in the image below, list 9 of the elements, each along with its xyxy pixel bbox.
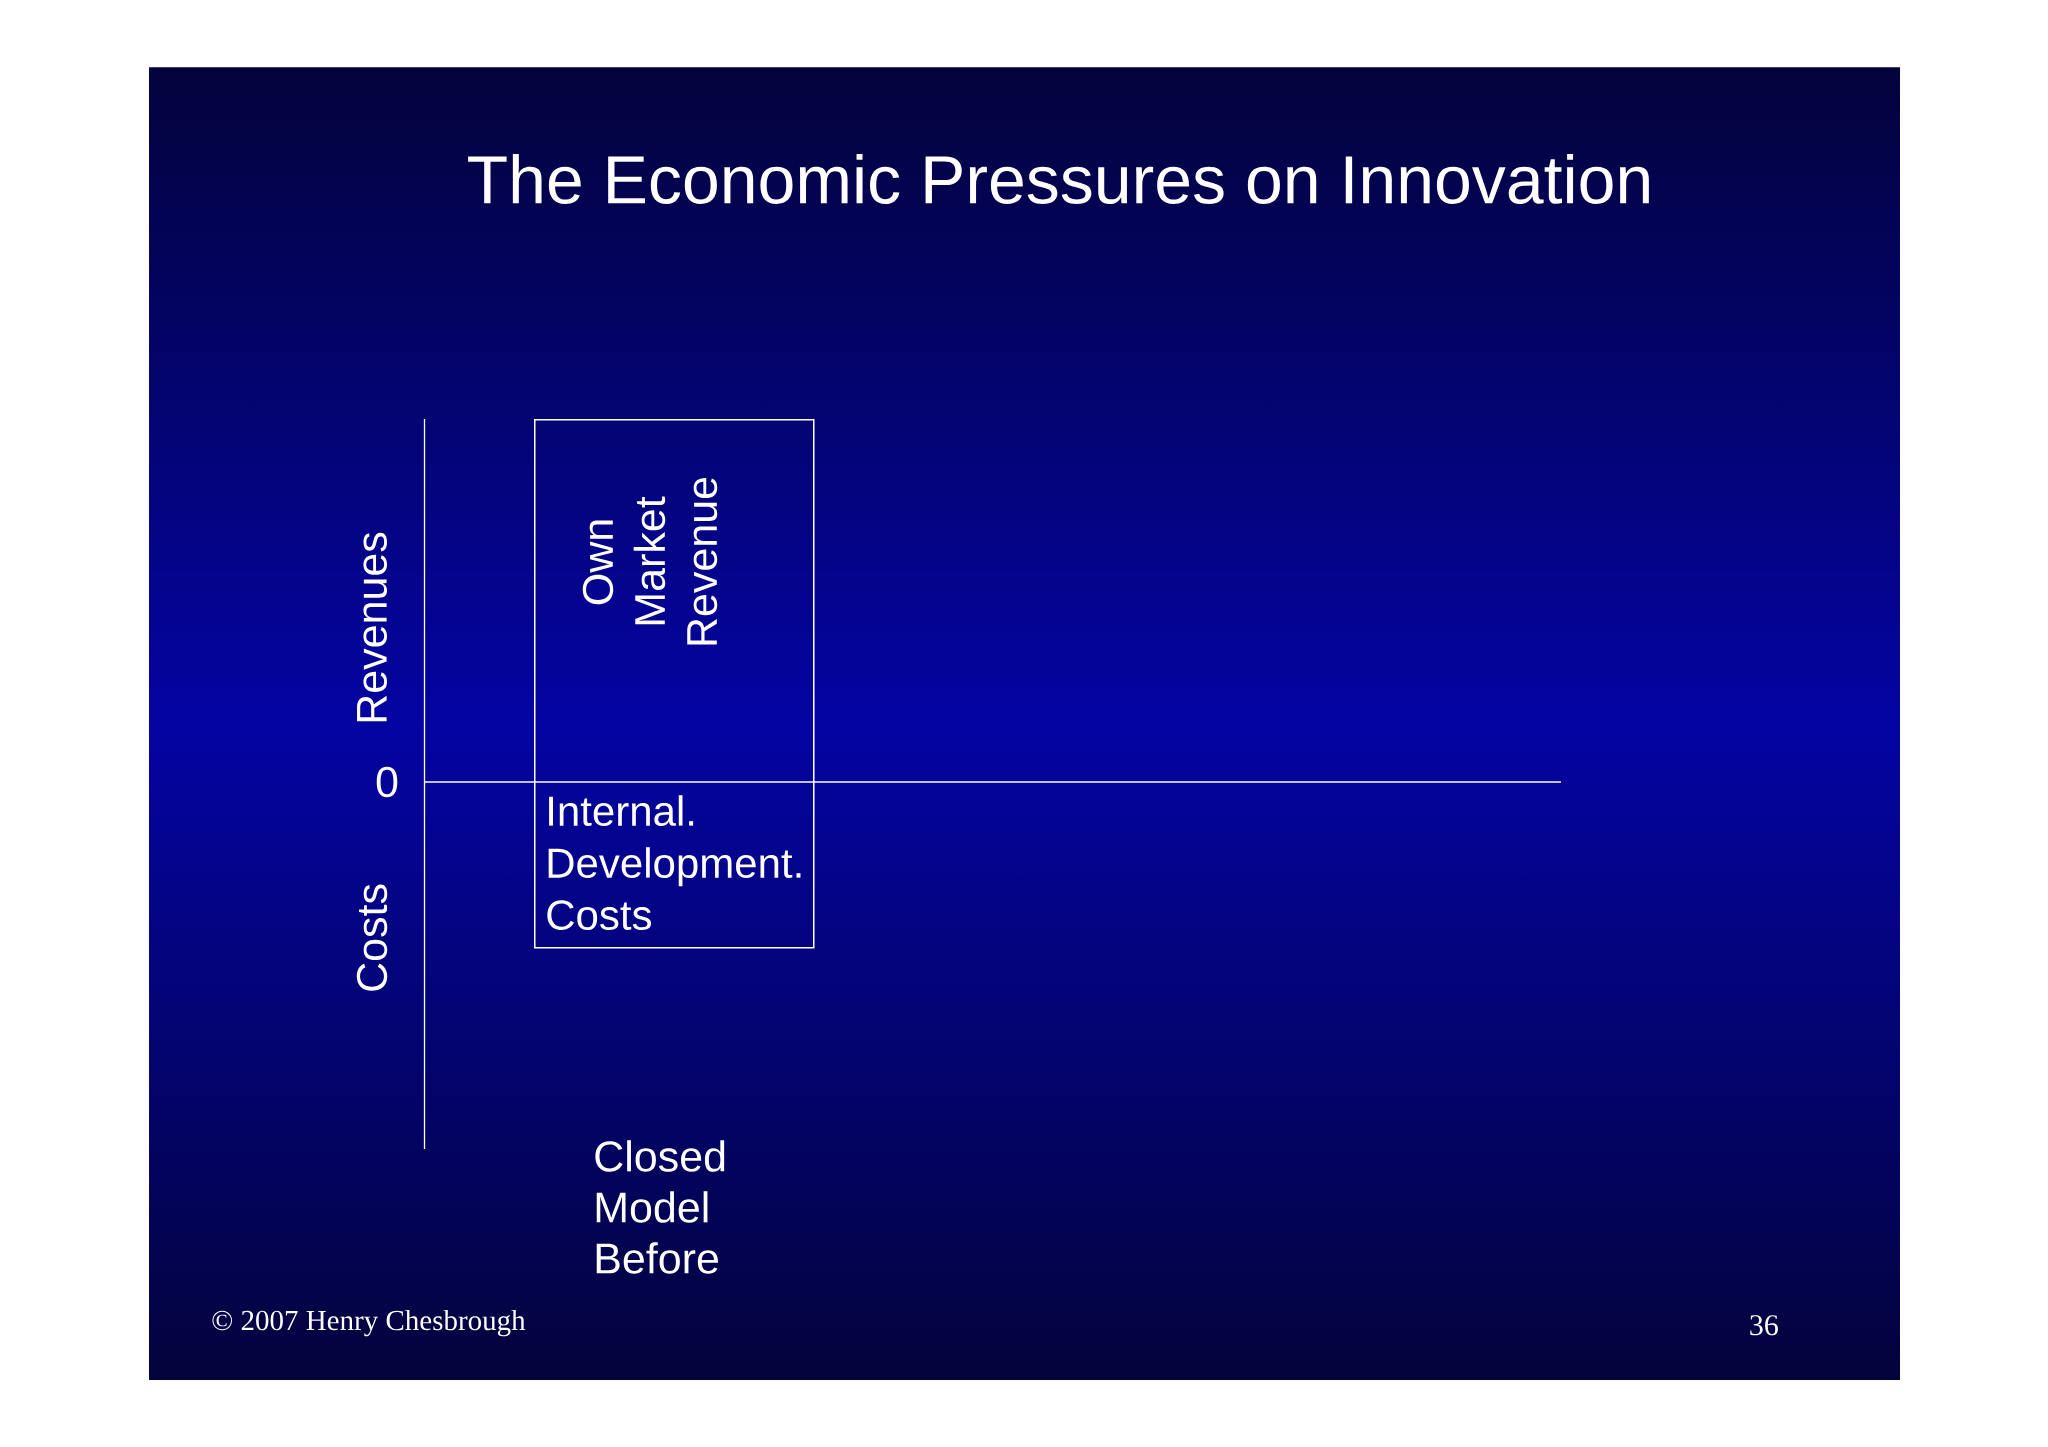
category-label: Closed Model Before <box>595 1140 725 1274</box>
axis-label: 0 <box>376 766 398 798</box>
axis-label: Costs <box>356 884 388 991</box>
rotated-label: Own Market Revenue <box>582 477 718 645</box>
title: The Economic Pressures on Innovation <box>468 154 1649 204</box>
page-number: 36 <box>1750 1315 1778 1336</box>
axis-label: Revenues <box>357 532 387 722</box>
copyright-note: © 2007 Henry Chesbrough <box>212 1309 526 1337</box>
bar-label: Internal. Development. Costs <box>547 795 801 931</box>
